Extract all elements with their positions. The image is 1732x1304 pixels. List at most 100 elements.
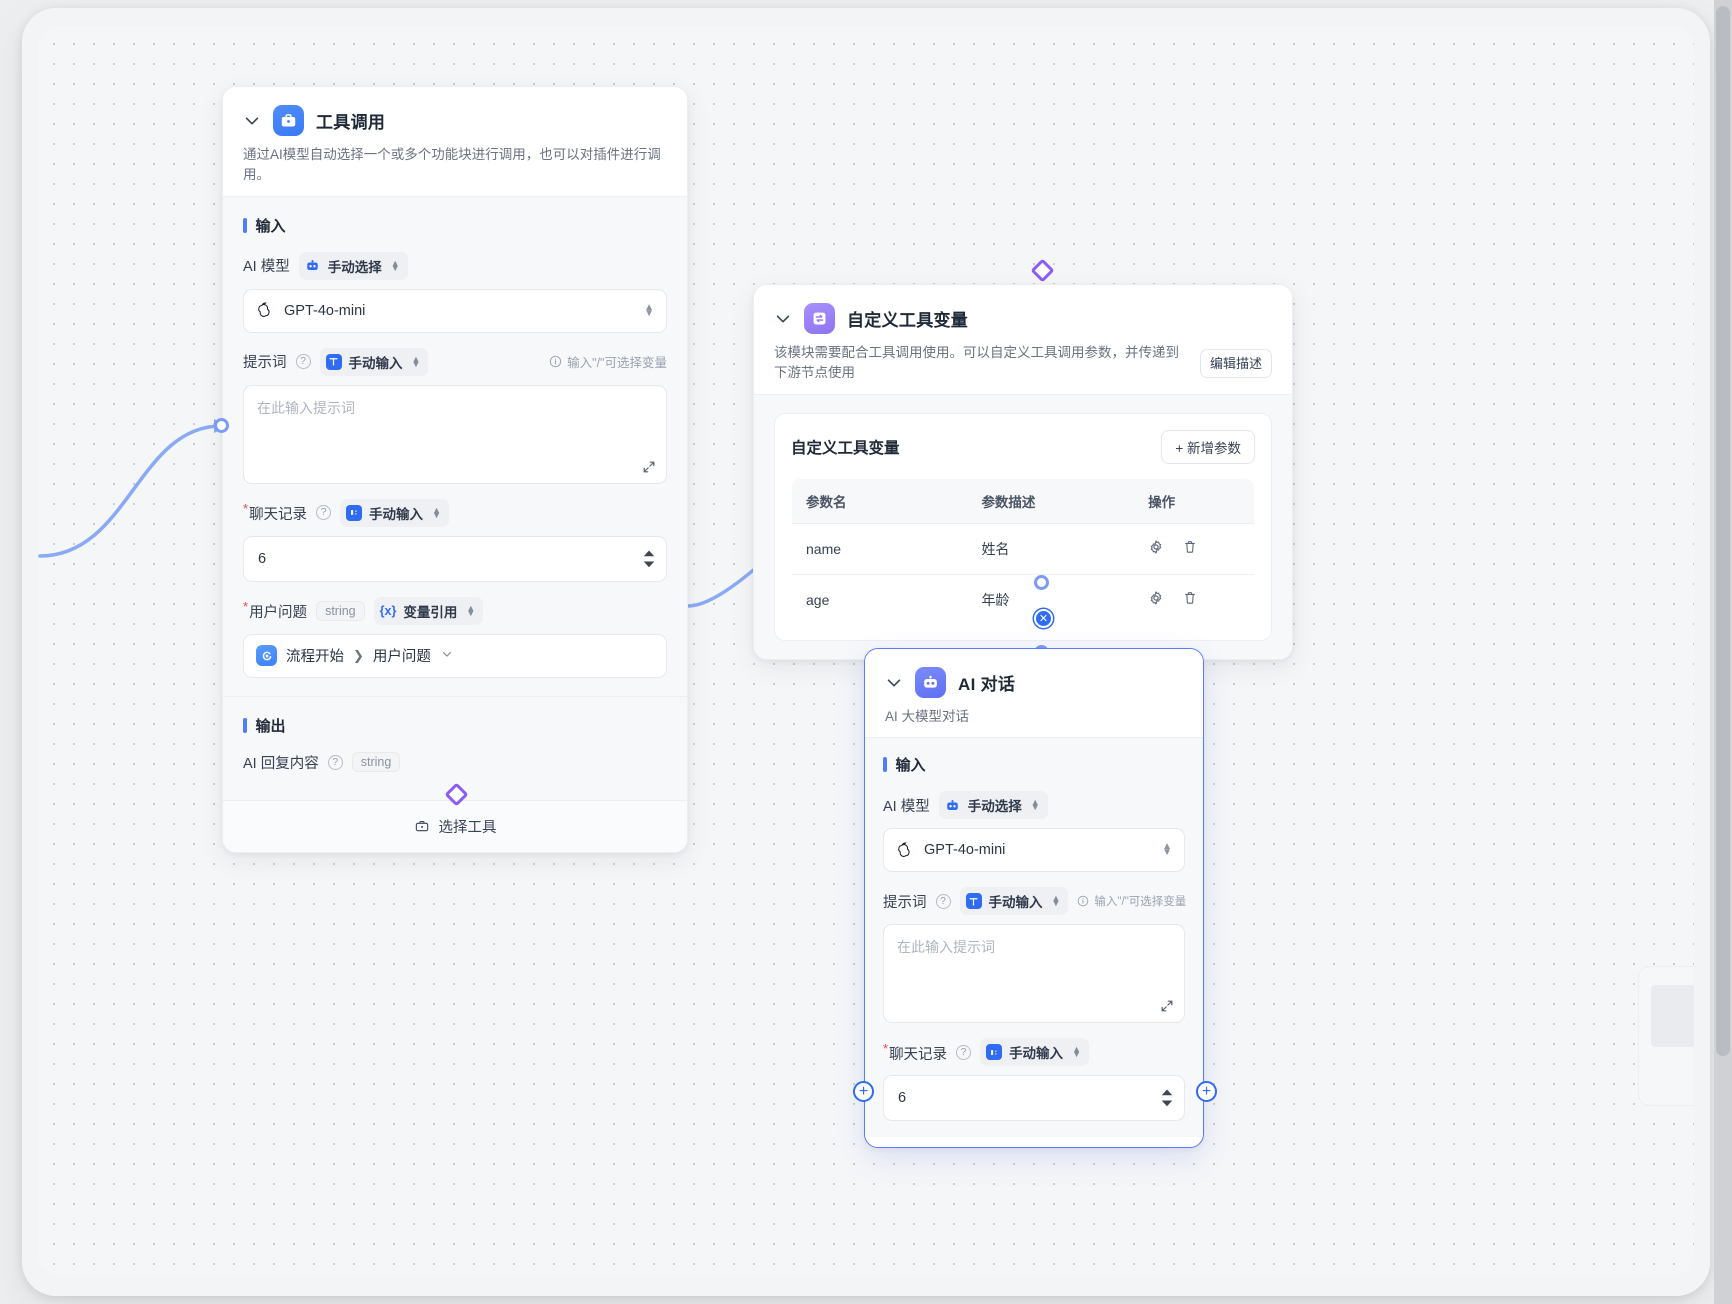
ai-model-value: GPT-4o-mini — [284, 302, 366, 319]
number-input-icon — [346, 504, 363, 521]
node-ai-chat[interactable]: AI 对话 AI 大模型对话 输入 AI 模型 — [864, 648, 1204, 1148]
text-input-icon — [965, 893, 982, 910]
chat-history-mode-select[interactable]: 手动输入 ▲▼ — [340, 498, 449, 527]
chevron-down-icon[interactable] — [885, 674, 903, 692]
user-question-mode-select[interactable]: {x} 变量引用 ▲▼ — [373, 596, 484, 625]
reference-node-name: 流程开始 — [286, 649, 344, 665]
prompt-hint: 输入"/"可选择变量 — [1077, 893, 1186, 909]
trash-icon[interactable] — [1182, 590, 1198, 609]
add-parameter-button[interactable]: + 新增参数 — [1161, 429, 1255, 464]
robot-icon — [305, 258, 321, 274]
field-user-question: 用户问题 string {x} 变量引用 ▲▼ 流程开始 ❯ — [243, 596, 667, 678]
right-panel-placeholder — [1651, 985, 1694, 1047]
param-desc: 姓名 — [967, 523, 1135, 575]
prompt-textarea[interactable]: 在此输入提示词 — [243, 384, 667, 484]
chat-history-input[interactable]: 6 — [243, 535, 667, 582]
tool-variables-panel: 自定义工具变量 + 新增参数 参数名 参数描述 操作 — [774, 412, 1272, 641]
section-label: 输入 — [895, 757, 926, 775]
node-tool-variables-header: 自定义工具变量 该模块需要配合工具调用使用。可以自定义工具调用参数，并传递到下游… — [754, 285, 1292, 394]
node-title: 自定义工具变量 — [847, 311, 969, 330]
chevron-updown-icon: ▲▼ — [432, 504, 441, 520]
ai-model-mode-select[interactable]: 手动选择 ▲▼ — [298, 251, 408, 280]
ai-model-select[interactable]: GPT-4o-mini ▲▼ — [883, 828, 1185, 873]
number-stepper[interactable] — [642, 549, 656, 568]
expand-icon[interactable] — [1160, 999, 1174, 1013]
node-ai-chat-header: AI 对话 AI 大模型对话 — [865, 649, 1203, 738]
tool-variables-section: 自定义工具变量 + 新增参数 参数名 参数描述 操作 — [754, 393, 1292, 659]
workflow-canvas[interactable]: 工具调用 通过AI模型自动选择一个或多个功能块进行调用，也可以对插件进行调用。 … — [38, 26, 1694, 1276]
input-section-title: 输入 — [883, 754, 1185, 775]
user-question-mode-label: 变量引用 — [403, 604, 458, 620]
prompt-hint-text: 输入"/"可选择变量 — [1094, 896, 1187, 909]
ai-chat-left-add-button[interactable]: + — [853, 1081, 874, 1102]
node-tool-variables[interactable]: 自定义工具变量 该模块需要配合工具调用使用。可以自定义工具调用参数，并传递到下游… — [753, 284, 1293, 660]
user-question-label: 用户问题 — [243, 599, 307, 622]
right-panel-peek[interactable] — [1638, 966, 1694, 1106]
chevron-updown-icon: ▲▼ — [466, 602, 476, 618]
help-icon[interactable]: ? — [327, 754, 343, 770]
prompt-mode-label: 手动输入 — [348, 355, 403, 371]
prompt-textarea[interactable]: 在此输入提示词 — [883, 924, 1185, 1024]
node-description: AI 大模型对话 — [885, 709, 970, 724]
variables-icon — [804, 303, 835, 334]
user-question-reference[interactable]: 流程开始 ❯ 用户问题 — [243, 633, 667, 678]
chat-history-value: 6 — [898, 1090, 907, 1107]
column-param-name: 参数名 — [792, 478, 968, 524]
help-icon[interactable]: ? — [295, 354, 311, 369]
toolbox-icon — [415, 821, 428, 832]
ai-chat-right-add-button[interactable]: + — [1196, 1081, 1217, 1102]
field-prompt: 提示词 ? 手动输入 ▲▼ 输入"/"可选择变量 — [243, 347, 667, 484]
chevron-down-icon[interactable] — [774, 310, 792, 328]
help-icon[interactable]: ? — [935, 893, 951, 909]
node-tool-call-header: 工具调用 通过AI模型自动选择一个或多个功能块进行调用，也可以对插件进行调用。 — [223, 87, 687, 196]
ai-model-select[interactable]: GPT-4o-mini ▲▼ — [243, 288, 667, 333]
select-tool-button[interactable]: 选择工具 — [223, 799, 687, 852]
node-description: 该模块需要配合工具调用使用。可以自定义工具调用参数，并传递到下游节点使用 — [774, 345, 1179, 381]
input-section-title: 输入 — [243, 215, 667, 236]
chevron-down-icon[interactable] — [440, 647, 454, 665]
reference-field-name: 用户问题 — [372, 649, 431, 665]
robot-icon — [915, 667, 946, 698]
node-tool-call[interactable]: 工具调用 通过AI模型自动选择一个或多个功能块进行调用，也可以对插件进行调用。 … — [222, 86, 688, 853]
table-row: name 姓名 — [792, 523, 1254, 575]
info-icon — [1078, 895, 1089, 907]
help-icon[interactable]: ? — [316, 505, 332, 520]
chevron-updown-icon[interactable]: ▲▼ — [644, 301, 654, 319]
input-section: 输入 AI 模型 — [223, 195, 687, 696]
output-field: AI 回复内容 ? string — [243, 752, 667, 773]
prompt-label: 提示词 — [243, 355, 287, 371]
number-input-icon — [986, 1044, 1003, 1061]
expand-icon[interactable] — [642, 460, 656, 474]
prompt-mode-label: 手动输入 — [988, 895, 1043, 911]
chevron-down-icon[interactable] — [243, 112, 261, 130]
param-name: name — [792, 523, 968, 575]
tool-call-input-port[interactable] — [214, 418, 229, 433]
tool-variables-output-port[interactable] — [1034, 575, 1049, 590]
prompt-mode-select[interactable]: 手动输入 ▲▼ — [959, 887, 1069, 916]
toolbox-icon — [273, 105, 304, 136]
number-stepper[interactable] — [1160, 1089, 1174, 1107]
gear-icon[interactable] — [1148, 539, 1164, 558]
help-icon[interactable]: ? — [956, 1044, 972, 1060]
ai-model-value: GPT-4o-mini — [924, 842, 1006, 859]
chat-history-input[interactable]: 6 — [883, 1075, 1185, 1122]
edit-description-button[interactable]: 编辑描述 — [1199, 348, 1272, 378]
chat-history-mode-label: 手动输入 — [369, 506, 424, 522]
section-accent-bar — [883, 757, 887, 773]
table-header-row: 参数名 参数描述 操作 — [792, 478, 1254, 524]
prompt-mode-select[interactable]: 手动输入 ▲▼ — [319, 347, 429, 376]
scrollbar-thumb[interactable] — [1716, 6, 1730, 1056]
column-param-desc: 参数描述 — [967, 478, 1135, 524]
ai-model-mode-select[interactable]: 手动选择 ▲▼ — [938, 791, 1048, 820]
field-ai-model: AI 模型 手动选择 ▲▼ — [243, 251, 667, 333]
chat-history-mode-select[interactable]: 手动输入 ▲▼ — [980, 1038, 1089, 1067]
trash-icon[interactable] — [1182, 539, 1198, 558]
chevron-updown-icon[interactable]: ▲▼ — [1162, 841, 1172, 859]
chevron-updown-icon: ▲▼ — [390, 257, 400, 273]
delete-edge-icon[interactable]: ✕ — [1034, 609, 1053, 628]
robot-icon — [945, 797, 961, 813]
vertical-scrollbar[interactable] — [1714, 0, 1732, 1304]
gear-icon[interactable] — [1148, 590, 1164, 609]
prompt-placeholder: 在此输入提示词 — [897, 939, 995, 956]
ai-model-mode-label: 手动选择 — [327, 259, 382, 275]
